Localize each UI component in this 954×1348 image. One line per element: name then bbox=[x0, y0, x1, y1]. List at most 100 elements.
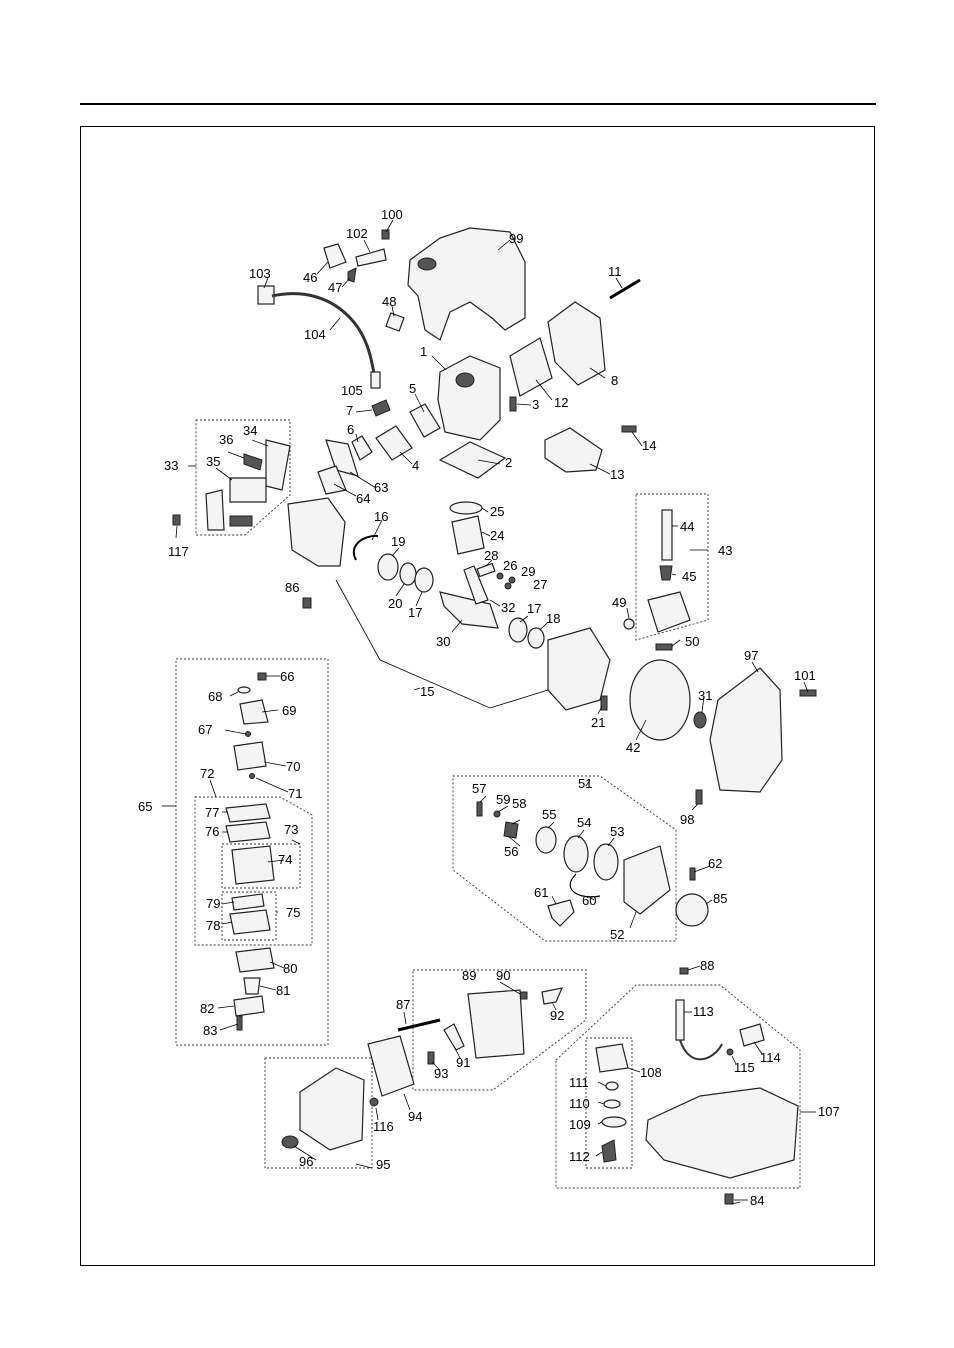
label-52: 52 bbox=[610, 927, 624, 942]
carb-body-70 bbox=[233, 741, 267, 771]
label-7: 7 bbox=[346, 403, 353, 418]
group-outline-43 bbox=[635, 493, 709, 641]
label-96: 96 bbox=[299, 1154, 313, 1169]
label-92: 92 bbox=[550, 1008, 564, 1023]
screw-98 bbox=[695, 789, 703, 805]
cover-13 bbox=[544, 427, 603, 473]
label-113: 113 bbox=[693, 1004, 714, 1019]
label-57: 57 bbox=[472, 781, 486, 796]
crankshaft-30 bbox=[439, 591, 499, 629]
label-63: 63 bbox=[374, 480, 388, 495]
screw-117 bbox=[172, 514, 181, 526]
pipe-44 bbox=[661, 509, 673, 561]
label-33: 33 bbox=[164, 458, 178, 473]
label-21: 21 bbox=[591, 715, 605, 730]
ball-71 bbox=[249, 773, 255, 779]
ball-67 bbox=[245, 731, 251, 737]
screw-93 bbox=[427, 1051, 435, 1065]
label-42: 42 bbox=[626, 740, 640, 755]
spark-plug-102 bbox=[355, 248, 387, 267]
grommet-88 bbox=[679, 967, 689, 975]
gasket-109 bbox=[601, 1116, 627, 1128]
group-outline-73 bbox=[221, 843, 301, 889]
spring-case-53 bbox=[593, 843, 619, 881]
label-73: 73 bbox=[284, 822, 298, 837]
label-28: 28 bbox=[484, 548, 498, 563]
bulb-81 bbox=[243, 977, 261, 995]
label-27: 27 bbox=[533, 577, 547, 592]
circlip-26 bbox=[496, 572, 504, 580]
label-115: 115 bbox=[734, 1060, 755, 1075]
label-18: 18 bbox=[546, 611, 560, 626]
grip-61 bbox=[547, 899, 575, 927]
label-13: 13 bbox=[610, 467, 624, 482]
label-95: 95 bbox=[376, 1157, 390, 1172]
fuel-tank-107 bbox=[645, 1087, 799, 1179]
label-3: 3 bbox=[532, 397, 539, 412]
label-26: 26 bbox=[503, 558, 517, 573]
label-6: 6 bbox=[347, 422, 354, 437]
label-109: 109 bbox=[569, 1117, 591, 1132]
label-87: 87 bbox=[396, 997, 410, 1012]
rope-60 bbox=[569, 873, 601, 898]
pin-28 bbox=[476, 562, 496, 578]
label-2: 2 bbox=[505, 455, 512, 470]
label-51: 51 bbox=[578, 776, 592, 791]
bolt-101 bbox=[799, 689, 817, 697]
label-75: 75 bbox=[286, 905, 300, 920]
cover-knob-99 bbox=[417, 257, 437, 271]
label-1: 1 bbox=[420, 344, 427, 359]
label-112: 112 bbox=[569, 1149, 590, 1164]
label-110: 110 bbox=[569, 1096, 590, 1111]
seal-19 bbox=[377, 553, 399, 581]
label-60: 60 bbox=[582, 893, 596, 908]
label-4: 4 bbox=[412, 458, 419, 473]
label-79: 79 bbox=[206, 896, 220, 911]
bearing-17b bbox=[508, 617, 528, 643]
label-45: 45 bbox=[682, 569, 696, 584]
cover-80 bbox=[235, 947, 275, 973]
label-24: 24 bbox=[490, 528, 504, 543]
label-43: 43 bbox=[718, 543, 732, 558]
screw-100 bbox=[381, 229, 390, 240]
label-90: 90 bbox=[496, 968, 510, 983]
cylinder-port bbox=[455, 372, 475, 388]
filter-pipe-113 bbox=[675, 999, 685, 1041]
label-99: 99 bbox=[509, 231, 523, 246]
label-50: 50 bbox=[685, 634, 699, 649]
label-86: 86 bbox=[285, 580, 299, 595]
clip-47 bbox=[347, 267, 357, 283]
handle-piece bbox=[205, 489, 225, 531]
group-outline-72 bbox=[194, 796, 313, 946]
label-91: 91 bbox=[456, 1055, 470, 1070]
label-72: 72 bbox=[200, 766, 214, 781]
screw-57 bbox=[476, 801, 483, 817]
bracket-92 bbox=[541, 987, 564, 1005]
label-100: 100 bbox=[381, 207, 403, 222]
nut-31 bbox=[693, 711, 707, 729]
gasket-2 bbox=[438, 441, 507, 479]
label-68: 68 bbox=[208, 689, 222, 704]
reel-54 bbox=[563, 835, 589, 873]
label-104: 104 bbox=[304, 327, 326, 342]
label-111: 111 bbox=[569, 1075, 589, 1090]
spring-36 bbox=[243, 453, 263, 471]
header-rule bbox=[80, 103, 876, 105]
insulator-4 bbox=[375, 425, 413, 461]
washer-27 bbox=[504, 582, 512, 590]
part-69 bbox=[239, 699, 269, 725]
label-30: 30 bbox=[436, 634, 450, 649]
plate-89 bbox=[467, 989, 525, 1059]
label-88: 88 bbox=[700, 958, 714, 973]
fitting-45 bbox=[659, 565, 673, 581]
pulley-55 bbox=[535, 826, 557, 854]
label-82: 82 bbox=[200, 1001, 214, 1016]
fuel-line bbox=[679, 1039, 723, 1061]
label-108: 108 bbox=[640, 1065, 662, 1080]
label-44: 44 bbox=[680, 519, 694, 534]
screw-62 bbox=[689, 867, 696, 881]
crankcase-15 bbox=[287, 497, 346, 567]
label-77: 77 bbox=[205, 805, 219, 820]
ring-68 bbox=[237, 686, 251, 694]
gasket-5 bbox=[409, 403, 441, 438]
